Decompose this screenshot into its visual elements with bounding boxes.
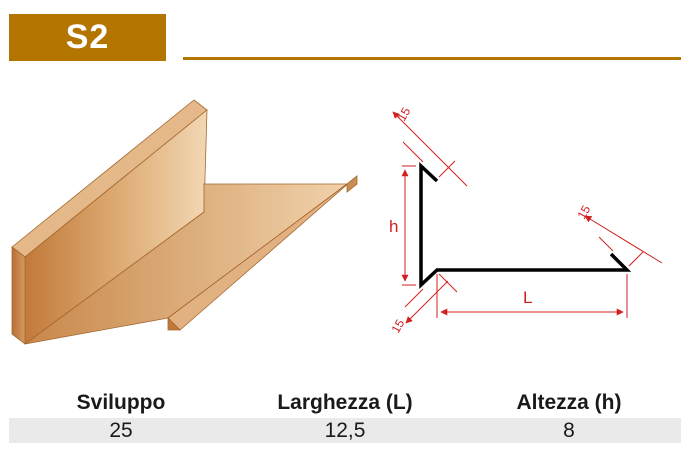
top-hem-label: 15 [394, 105, 413, 124]
height-label: h [389, 217, 398, 236]
spec-table: Sviluppo Larghezza (L) Altezza (h) 25 12… [9, 388, 681, 443]
spec-header-sviluppo: Sviluppo [76, 391, 166, 414]
length-label: L [523, 288, 532, 307]
profile-code-badge: S2 [9, 14, 166, 61]
spec-header-altezza: Altezza (h) [516, 391, 622, 414]
drawing-area: h L 15 15 15 [11, 99, 663, 345]
spec-value-altezza: 8 [563, 419, 575, 442]
spec-value-larghezza: 12,5 [324, 419, 366, 442]
spec-header-row: Sviluppo Larghezza (L) Altezza (h) [9, 388, 681, 418]
right-hem-label: 15 [574, 203, 593, 222]
spec-header-larghezza: Larghezza (L) [277, 391, 413, 414]
bottom-hem-label: 15 [388, 317, 407, 336]
profile-3d-illustration [11, 99, 358, 345]
profile-section-drawing [419, 161, 632, 290]
header-rule [183, 57, 681, 60]
spec-value-row: 25 12,5 8 [9, 418, 681, 443]
profile-code: S2 [65, 18, 110, 56]
dimension-lines [392, 111, 663, 324]
spec-value-sviluppo: 25 [109, 419, 133, 442]
